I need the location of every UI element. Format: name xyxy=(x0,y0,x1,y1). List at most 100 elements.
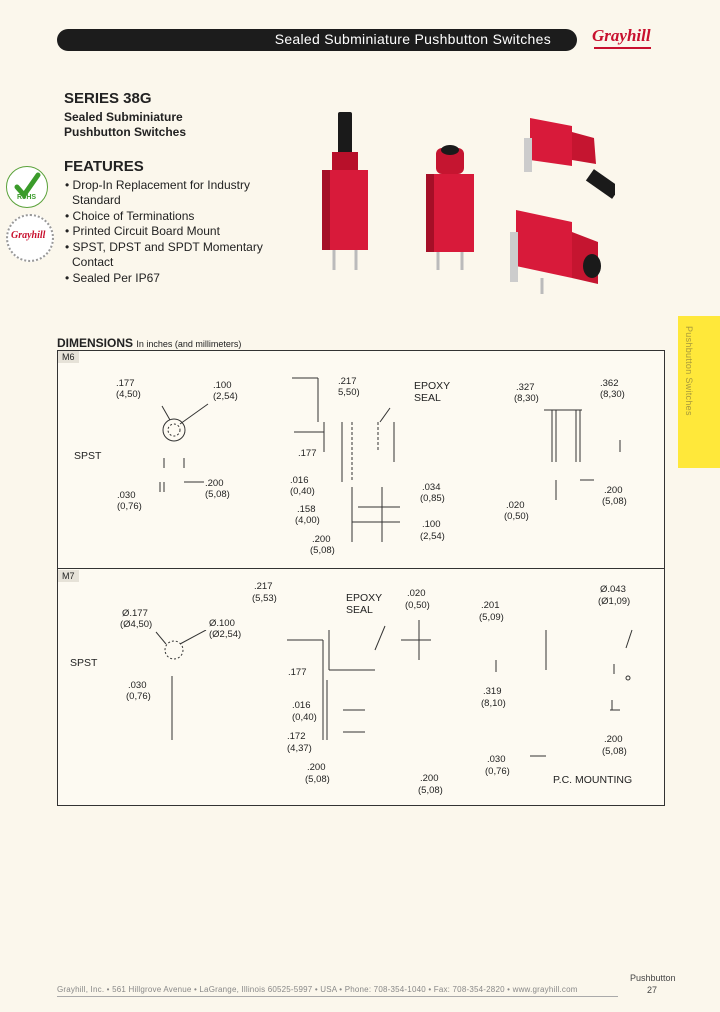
m7-f200bmm: (5,08) xyxy=(418,785,443,796)
logo-text: Grayhill xyxy=(592,26,651,45)
m6-label: M6 xyxy=(58,351,79,363)
m6-epoxy1: EPOXY xyxy=(414,380,451,392)
m7-f020: .020 xyxy=(407,588,426,599)
m6-r200: .200 xyxy=(604,485,623,496)
page-number: 27 xyxy=(647,985,658,995)
m7-l030mm: (0,76) xyxy=(126,691,151,702)
m7-w217mm: (5,53) xyxy=(252,593,277,604)
m6-w217: .217 xyxy=(338,376,357,387)
m6-panel xyxy=(57,350,665,570)
m6-r020: .020 xyxy=(506,500,525,511)
m6-f016mm: (0,40) xyxy=(290,486,315,497)
m6-r020mm: (0,50) xyxy=(504,511,529,522)
m7-l030: .030 xyxy=(128,680,147,691)
m7-r200mm: (5,08) xyxy=(602,746,627,757)
footer-rule xyxy=(57,996,618,997)
m6-l030: .030 xyxy=(117,490,136,501)
m6-terminal-view xyxy=(544,409,621,500)
m7-front-view xyxy=(155,630,207,740)
m6-r327mm: (8,30) xyxy=(514,393,539,404)
features-heading: FEATURES xyxy=(64,158,144,175)
m6-d100: .100 xyxy=(213,380,232,391)
dimensions-units: In inches (and millimeters) xyxy=(136,339,242,349)
feature-item: • Drop-In Replacement for Industry xyxy=(65,178,250,192)
m6-f158mm: (4,00) xyxy=(295,515,320,526)
feature-item: • Printed Circuit Board Mount xyxy=(65,224,220,238)
feature-item: • Sealed Per IP67 xyxy=(65,271,160,285)
feature-item-cont: Contact xyxy=(72,255,114,269)
m6-r327: .327 xyxy=(516,382,535,393)
header-bar: Sealed Subminiature Pushbutton Switches xyxy=(57,29,577,51)
m6-w217mm: 5,50) xyxy=(338,387,360,398)
m7-d100: Ø.100 xyxy=(209,618,235,629)
m6-f158: .158 xyxy=(297,504,316,515)
m7-epoxy1: EPOXY xyxy=(346,592,383,604)
feature-item: • Choice of Terminations xyxy=(65,209,195,223)
m6-d100mm: (2,54) xyxy=(213,391,238,402)
feature-item: • SPST, DPST and SPDT Momentary xyxy=(65,240,263,254)
series-subtitle-line2: Pushbutton Switches xyxy=(64,125,187,139)
m7-f016mm: (0,40) xyxy=(292,712,317,723)
feature-item-cont: Standard xyxy=(72,193,121,207)
m7-r319mm: (8,10) xyxy=(481,698,506,709)
m6-spst: SPST xyxy=(74,450,102,462)
m7-label: M7 xyxy=(58,570,79,582)
m6-front-view xyxy=(159,403,209,492)
series-title: SERIES 38G xyxy=(64,90,152,107)
m7-d177mm: (Ø4,50) xyxy=(120,619,153,630)
m7-r043mm: (Ø1,09) xyxy=(598,596,631,607)
m7-pc-view xyxy=(495,629,633,757)
m7-r201: .201 xyxy=(481,600,500,611)
page-title: Sealed Subminiature Pushbutton Switches xyxy=(274,31,551,47)
m7-r043: Ø.043 xyxy=(600,584,626,595)
grayhill-logo: Grayhill xyxy=(592,26,651,49)
m6-l200: .200 xyxy=(205,478,224,489)
footer-section: Pushbutton xyxy=(630,973,676,983)
checkmark-icon xyxy=(14,172,41,200)
footer-address: Grayhill, Inc. • 561 Hillgrove Avenue • … xyxy=(57,985,578,994)
m7-f016: .016 xyxy=(292,700,311,711)
logo-underline xyxy=(594,47,651,49)
m6-f100: .100 xyxy=(422,519,441,530)
m6-r362: .362 xyxy=(600,378,619,389)
m6-f034mm: (0,85) xyxy=(420,493,445,504)
m7-pc-mounting: P.C. MOUNTING xyxy=(553,774,633,786)
grayhill-seal: Grayhill xyxy=(6,214,54,262)
side-tab-label: Pushbutton Switches xyxy=(684,326,694,416)
m7-spst: SPST xyxy=(70,657,98,669)
m7-w217: .217 xyxy=(254,581,273,592)
rohs-label: RoHS xyxy=(17,194,37,201)
m6-f200: .200 xyxy=(312,534,331,545)
m6-f100mm: (2,54) xyxy=(420,531,445,542)
m7-epoxy2: SEAL xyxy=(346,604,373,616)
m7-d177: Ø.177 xyxy=(122,608,148,619)
m6-f016: .016 xyxy=(290,475,309,486)
m6-d177: .177 xyxy=(116,378,135,389)
m7-f200b: .200 xyxy=(420,773,439,784)
m6-l200mm: (5,08) xyxy=(205,489,230,500)
m7-f200amm: (5,08) xyxy=(305,774,330,785)
m7-f172: .172 xyxy=(287,731,306,742)
m7-f172mm: (4,37) xyxy=(287,743,312,754)
m7-f200a: .200 xyxy=(307,762,326,773)
seal-logo: Grayhill xyxy=(11,230,46,241)
m7-r201mm: (5,09) xyxy=(479,612,504,623)
m7-r200: .200 xyxy=(604,734,623,745)
m6-side-view xyxy=(292,377,400,542)
dimensions-heading: DIMENSIONS In inches (and millimeters) xyxy=(57,336,241,350)
m7-d100mm: (Ø2,54) xyxy=(209,629,242,640)
m6-f034: .034 xyxy=(422,482,441,493)
m7-side-view xyxy=(287,620,431,740)
m7-f020mm: (0,50) xyxy=(405,600,430,611)
product-photo xyxy=(322,112,615,294)
m6-r362mm: (8,30) xyxy=(600,389,625,400)
m7-h177: .177 xyxy=(288,667,307,678)
m6-l030mm: (0,76) xyxy=(117,501,142,512)
dimensions-title: DIMENSIONS xyxy=(57,336,134,350)
m6-f200mm: (5,08) xyxy=(310,545,335,556)
m6-h177: .177 xyxy=(298,448,317,459)
side-section-tab: Pushbutton Switches xyxy=(678,316,720,468)
m6-epoxy2: SEAL xyxy=(414,392,441,404)
m6-d177mm: (4,50) xyxy=(116,389,141,400)
m7-r030: .030 xyxy=(487,754,506,765)
